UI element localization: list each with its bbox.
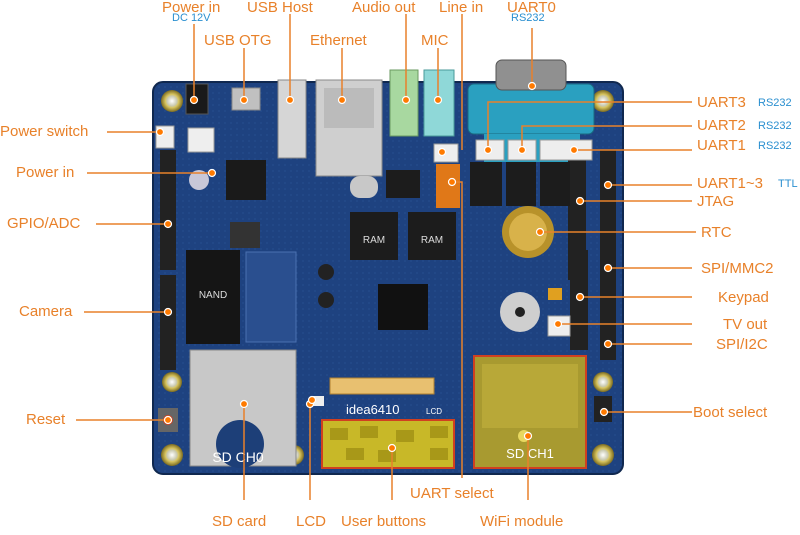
label-uart0: UART0 — [507, 0, 556, 16]
usb-host-port — [277, 79, 307, 159]
label-power-in-top-sub: DC 12V — [172, 12, 211, 24]
label-sd-card: SD card — [212, 513, 267, 530]
cpu-chip — [378, 284, 428, 330]
nand-chip — [186, 250, 240, 344]
label-gpio-adc: GPIO/ADC — [7, 215, 81, 232]
mount-hole — [592, 444, 614, 466]
label-uart3: UART3 — [697, 94, 746, 111]
label-power-in-top: Power in — [162, 0, 221, 16]
mount-hole — [593, 372, 613, 392]
right-header — [600, 150, 616, 360]
sd-ch1-label: SD CH1 — [506, 446, 554, 461]
label-audio-out: Audio out — [352, 0, 416, 16]
label-uart0-sub: RS232 — [511, 12, 545, 24]
label-ethernet: Ethernet — [310, 32, 367, 49]
leader-lines — [76, 14, 696, 500]
label-uart2: UART2 — [697, 117, 746, 134]
mount-hole — [162, 372, 182, 392]
label-uart1-3: UART1~3 — [697, 175, 764, 192]
label-spi-i2c: SPI/I2C — [716, 336, 768, 353]
mount-hole — [161, 90, 183, 112]
label-uart1-sub: RS232 — [758, 140, 792, 152]
label-uart2-sub: RS232 — [758, 120, 792, 132]
uart-select-switch — [436, 164, 460, 208]
ram-chip — [408, 212, 456, 260]
label-jtag: JTAG — [697, 193, 735, 210]
mount-hole — [161, 444, 183, 466]
label-usb-otg: USB OTG — [204, 32, 272, 49]
label-line-in: Line in — [439, 0, 484, 16]
label-lcd: LCD — [296, 513, 327, 530]
marker-dots — [155, 81, 613, 453]
label-reset: Reset — [26, 411, 66, 428]
label-usb-host: USB Host — [247, 0, 313, 16]
board-name: idea6410 — [346, 402, 400, 417]
gpio-header — [160, 150, 176, 270]
label-keypad: Keypad — [718, 289, 769, 306]
label-uart3-sub: RS232 — [758, 97, 792, 109]
label-uart1-3-sub: TTL — [778, 178, 798, 190]
ram-label: RAM — [421, 235, 443, 246]
ram-chip — [350, 212, 398, 260]
lcd-mark: LCD — [426, 407, 442, 416]
camera-header — [160, 275, 176, 370]
label-power-switch: Power switch — [0, 123, 89, 140]
label-power-in-left: Power in — [16, 164, 75, 181]
label-user-buttons: User buttons — [341, 513, 427, 530]
label-rtc: RTC — [701, 224, 732, 241]
label-spi-mmc2: SPI/MMC2 — [701, 260, 774, 277]
sd-ch0-label: SD CH0 — [212, 449, 264, 465]
label-camera: Camera — [19, 303, 73, 320]
label-uart-select: UART select — [410, 485, 494, 502]
label-mic: MIC — [421, 32, 449, 49]
nand-label: NAND — [199, 290, 227, 301]
ram-label: RAM — [363, 235, 385, 246]
label-wifi-module: WiFi module — [480, 513, 564, 530]
power-connector — [187, 127, 215, 153]
mount-hole — [592, 90, 614, 112]
lcd-connector — [329, 377, 435, 395]
label-boot-select: Boot select — [693, 404, 768, 421]
label-uart1: UART1 — [697, 137, 746, 154]
label-tv-out: TV out — [723, 316, 768, 333]
